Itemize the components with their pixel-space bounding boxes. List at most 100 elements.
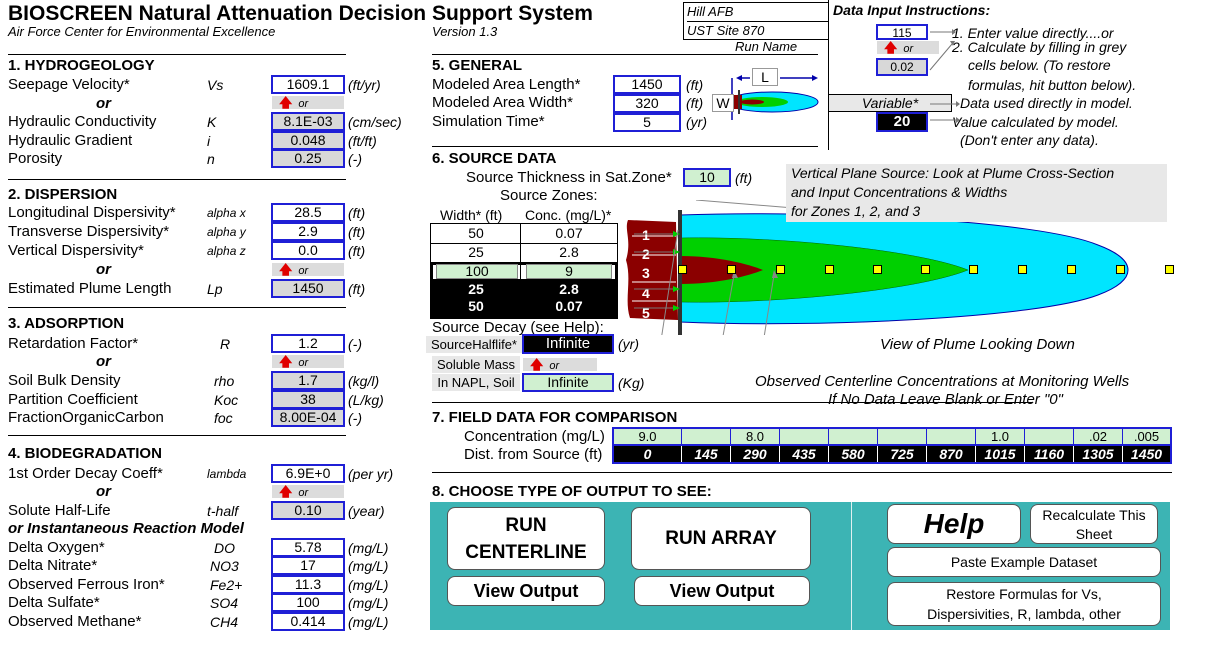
hydraulic-conductivity-input[interactable]: 8.1E-03	[271, 112, 345, 131]
delta-oxygen-input[interactable]: 5.78	[271, 538, 345, 557]
field-conc-cell[interactable]	[1025, 429, 1074, 444]
retardation-factor-unit: (-)	[348, 336, 362, 352]
field-conc-cell[interactable]: 1.0	[976, 429, 1025, 444]
field-dist-cell[interactable]: 145	[682, 446, 731, 462]
hydraulic-gradient-label: Hydraulic Gradient	[8, 132, 133, 149]
zone3-width[interactable]: 100	[436, 264, 518, 279]
ferrous-iron-input[interactable]: 11.3	[271, 575, 345, 594]
sim-time-unit: (yr)	[686, 114, 707, 130]
soil-bulk-density-input[interactable]: 1.7	[271, 371, 345, 390]
soluble-mass-label: Soluble Mass	[432, 356, 520, 373]
field-dist-cell[interactable]: 725	[878, 446, 927, 462]
up-arrow-icon: 🡅	[884, 40, 898, 55]
paste-example-button[interactable]: Paste Example Dataset	[887, 547, 1161, 577]
variable-desc: Data used directly in model.	[960, 95, 1133, 111]
porosity-input[interactable]: 0.25	[271, 149, 345, 168]
retardation-calc-toggle[interactable]: 🡅or	[271, 354, 345, 369]
zone2-conc[interactable]: 2.8	[559, 244, 579, 260]
restore-formulas-button[interactable]: Restore Formulas for Vs, Dispersivities,…	[887, 582, 1161, 626]
sim-time-input[interactable]: 5	[613, 113, 681, 132]
view-centerline-output-button[interactable]: View Output	[447, 576, 605, 606]
napl-soil-input[interactable]: Infinite	[522, 373, 614, 392]
field-conc-cell[interactable]	[927, 429, 976, 444]
run-name-box[interactable]: Hill AFB UST Site 870	[683, 2, 829, 40]
half-life-input[interactable]: 0.10	[271, 501, 345, 520]
source-halflife-input[interactable]: Infinite	[522, 334, 614, 354]
foc-unit: (-)	[348, 410, 362, 426]
view-array-output-button[interactable]: View Output	[634, 576, 810, 606]
methane-input[interactable]: 0.414	[271, 612, 345, 631]
zone2-width[interactable]: 25	[468, 244, 484, 260]
hydraulic-gradient-input[interactable]: 0.048	[271, 131, 345, 150]
field-dist-cell[interactable]: 1305	[1074, 446, 1123, 462]
partition-coefficient-input[interactable]: 38	[271, 390, 345, 409]
foc-symbol: foc	[214, 410, 233, 426]
delta-nitrate-input[interactable]: 17	[271, 556, 345, 575]
field-dist-cell[interactable]: 435	[780, 446, 829, 462]
source-thickness-input[interactable]: 10	[683, 168, 731, 187]
methane-label: Observed Methane*	[8, 613, 142, 630]
instr-step2b: cells below. (To restore	[968, 57, 1111, 73]
field-conc-cell[interactable]	[780, 429, 829, 444]
run-centerline-button[interactable]: RUN CENTERLINE	[447, 507, 605, 570]
zone1-width[interactable]: 50	[468, 225, 484, 241]
section-divider	[432, 472, 1172, 473]
napl-soil-unit: (Kg)	[618, 375, 645, 391]
porosity-label: Porosity	[8, 150, 63, 167]
delta-sulfate-label: Delta Sulfate*	[8, 594, 100, 611]
section-divider	[8, 307, 346, 308]
recalculate-button[interactable]: Recalculate This Sheet	[1030, 504, 1158, 544]
partition-coefficient-unit: (L/kg)	[348, 392, 384, 408]
field-dist-cell[interactable]: 290	[731, 446, 780, 462]
field-conc-cell[interactable]	[878, 429, 927, 444]
field-dist-cell[interactable]: 580	[829, 446, 878, 462]
field-conc-cell[interactable]: .005	[1133, 429, 1160, 444]
napl-soil-label: In NAPL, Soil	[432, 374, 520, 391]
decay-coeff-input[interactable]: 6.9E+0	[271, 464, 345, 483]
field-conc-cell[interactable]: .02	[1074, 429, 1123, 444]
example-calc-value: 0.02	[876, 58, 928, 76]
dispersivity-calc-toggle[interactable]: 🡅or	[271, 262, 345, 277]
transverse-dispersivity-input[interactable]: 2.9	[271, 222, 345, 241]
field-dist-cell[interactable]: 1450	[1130, 446, 1163, 462]
instr-arrows	[929, 29, 956, 71]
partition-coefficient-label: Partition Coefficient	[8, 391, 138, 408]
zone3-conc[interactable]: 9	[526, 264, 612, 279]
section-divider	[8, 179, 346, 180]
foc-input[interactable]: 8.00E-04	[271, 408, 345, 427]
field-dist-cell[interactable]: 1015	[976, 446, 1025, 462]
monitoring-well-marker	[825, 265, 834, 274]
delta-oxygen-symbol: DO	[214, 540, 235, 556]
plume-length-input[interactable]: 1450	[271, 279, 345, 298]
field-conc-cell[interactable]: 8.0	[731, 429, 780, 444]
transverse-dispersivity-unit: (ft)	[348, 224, 366, 240]
decay-calc-toggle[interactable]: 🡅or	[271, 484, 345, 499]
mini-W-label: W	[712, 94, 734, 112]
field-dist-cell[interactable]: 870	[927, 446, 976, 462]
help-button[interactable]: Help	[887, 504, 1021, 544]
seepage-calc-toggle[interactable]: 🡅or	[271, 95, 345, 110]
field-conc-cell[interactable]	[829, 429, 878, 444]
longitudinal-dispersivity-input[interactable]: 28.5	[271, 203, 345, 222]
field-conc-cell[interactable]: 9.0	[614, 429, 682, 444]
monitoring-well-marker	[969, 265, 978, 274]
view-plume-label: View of Plume Looking Down	[880, 336, 1075, 353]
soluble-mass-toggle[interactable]: 🡅or	[522, 357, 598, 372]
field-dist-cell[interactable]: 0	[614, 446, 682, 462]
run-array-button[interactable]: RUN ARRAY	[631, 507, 811, 570]
area-width-input[interactable]: 320	[613, 94, 681, 113]
vertical-dispersivity-input[interactable]: 0.0	[271, 241, 345, 260]
run-name-line1: Hill AFB	[687, 4, 734, 19]
delta-sulfate-input[interactable]: 100	[271, 593, 345, 612]
run-name-label: Run Name	[735, 39, 798, 54]
area-length-input[interactable]: 1450	[613, 75, 681, 94]
retardation-factor-input[interactable]: 1.2	[271, 334, 345, 353]
monitoring-well-marker	[1165, 265, 1174, 274]
source-halflife-unit: (yr)	[618, 336, 639, 352]
ferrous-iron-label: Observed Ferrous Iron*	[8, 576, 165, 593]
seepage-velocity-input[interactable]: 1609.1	[271, 75, 345, 94]
field-conc-cell[interactable]	[682, 429, 731, 444]
zone5-width: 50	[468, 298, 484, 314]
zone1-conc[interactable]: 0.07	[555, 225, 583, 241]
field-dist-cell[interactable]: 1160	[1025, 446, 1074, 462]
